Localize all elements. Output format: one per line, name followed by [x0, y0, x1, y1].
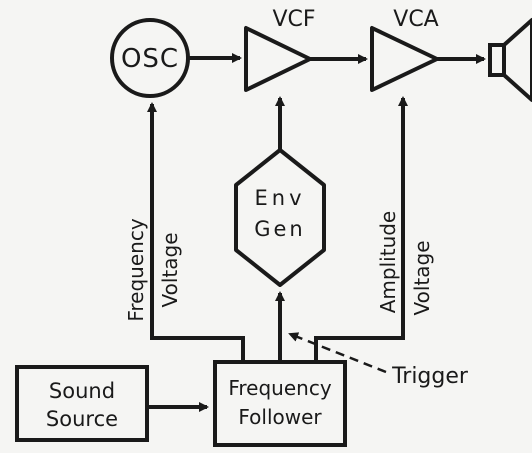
amp-voltage-label-2: Voltage — [410, 240, 434, 315]
follower-label-2: Follower — [238, 405, 322, 429]
sound-source-label-1: Sound — [49, 379, 115, 403]
freq-voltage-label-2: Voltage — [158, 232, 182, 307]
amp-voltage-arrow — [314, 96, 408, 362]
env-gen-node: Env Gen — [234, 148, 326, 287]
freq-voltage-arrow — [147, 102, 245, 362]
osc-node: OSC — [110, 18, 190, 98]
amp-voltage-label-1: Amplitude — [376, 211, 400, 314]
vca-node: VCA — [370, 7, 439, 92]
vcf-label: VCF — [272, 7, 315, 32]
trigger-arrow — [288, 332, 387, 374]
vca-label: VCA — [393, 7, 438, 32]
env-gen-label-1: Env — [254, 186, 305, 210]
osc-label: OSC — [121, 44, 179, 74]
follower-label-1: Frequency — [228, 376, 331, 400]
vcf-node: VCF — [244, 7, 316, 92]
frequency-follower-node: Frequency Follower — [213, 360, 347, 447]
trigger-label: Trigger — [391, 364, 469, 389]
sound-source-label-2: Source — [46, 407, 118, 431]
speaker-icon — [488, 18, 532, 102]
sound-source-node: Sound Source — [15, 365, 149, 442]
freq-voltage-label-1: Frequency — [124, 218, 148, 321]
env-gen-label-2: Gen — [254, 217, 306, 241]
